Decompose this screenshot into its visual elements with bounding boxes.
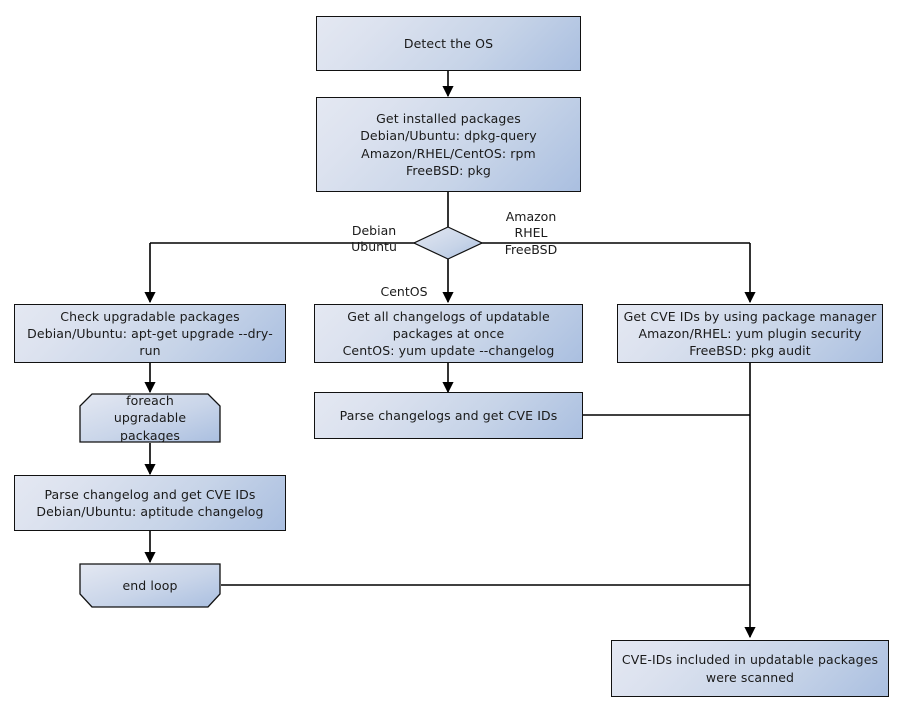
node-get-all-changelogs-label: Get all changelogs of updatable packages… (342, 308, 555, 359)
node-scan-complete[interactable]: CVE-IDs included in updatable packages w… (611, 640, 889, 697)
node-end-loop-label: end loop (122, 577, 178, 593)
node-get-all-changelogs[interactable]: Get all changelogs of updatable packages… (314, 304, 583, 363)
node-foreach-loop[interactable]: foreach upgradable packages (79, 393, 221, 443)
node-get-installed-packages-label: Get installed packages Debian/Ubuntu: dp… (360, 111, 537, 178)
node-detect-os-label: Detect the OS (403, 35, 494, 51)
node-foreach-loop-label: foreach upgradable packages (113, 393, 187, 443)
node-parse-changelog-cve-label: Parse changelog and get CVE IDs Debian/U… (36, 486, 264, 519)
node-os-decision[interactable] (412, 226, 484, 260)
edge-label-amazon-rhel-freebsd: Amazon RHEL FreeBSD (490, 192, 572, 258)
node-scan-complete-label: CVE-IDs included in updatable packages w… (621, 652, 879, 685)
loop-start-shape (79, 393, 221, 443)
diamond-shape (412, 226, 484, 260)
edge-label-amazon-rhel-freebsd-text: Amazon RHEL FreeBSD (504, 208, 558, 257)
node-parse-changelogs-cve[interactable]: Parse changelogs and get CVE IDs (314, 392, 583, 439)
edge-label-debian-ubuntu: Debian Ubuntu (338, 206, 410, 256)
node-parse-changelog-cve[interactable]: Parse changelog and get CVE IDs Debian/U… (14, 475, 286, 531)
edge-label-centos-text: CentOS (380, 283, 428, 299)
node-check-upgradable[interactable]: Check upgradable packages Debian/Ubuntu:… (14, 304, 286, 363)
node-parse-changelogs-cve-label: Parse changelogs and get CVE IDs (339, 407, 558, 423)
node-check-upgradable-label: Check upgradable packages Debian/Ubuntu:… (27, 308, 273, 359)
node-get-installed-packages[interactable]: Get installed packages Debian/Ubuntu: dp… (316, 97, 581, 192)
node-detect-os[interactable]: Detect the OS (316, 16, 581, 71)
node-get-cve-ids-pkgmgr-label: Get CVE IDs by using package manager Ama… (623, 308, 877, 359)
edge-label-centos: CentOS (373, 267, 435, 300)
loop-end-shape (79, 563, 221, 608)
edge-label-debian-ubuntu-text: Debian Ubuntu (351, 222, 397, 255)
node-get-cve-ids-pkgmgr[interactable]: Get CVE IDs by using package manager Ama… (617, 304, 883, 363)
node-end-loop[interactable]: end loop (79, 563, 221, 608)
